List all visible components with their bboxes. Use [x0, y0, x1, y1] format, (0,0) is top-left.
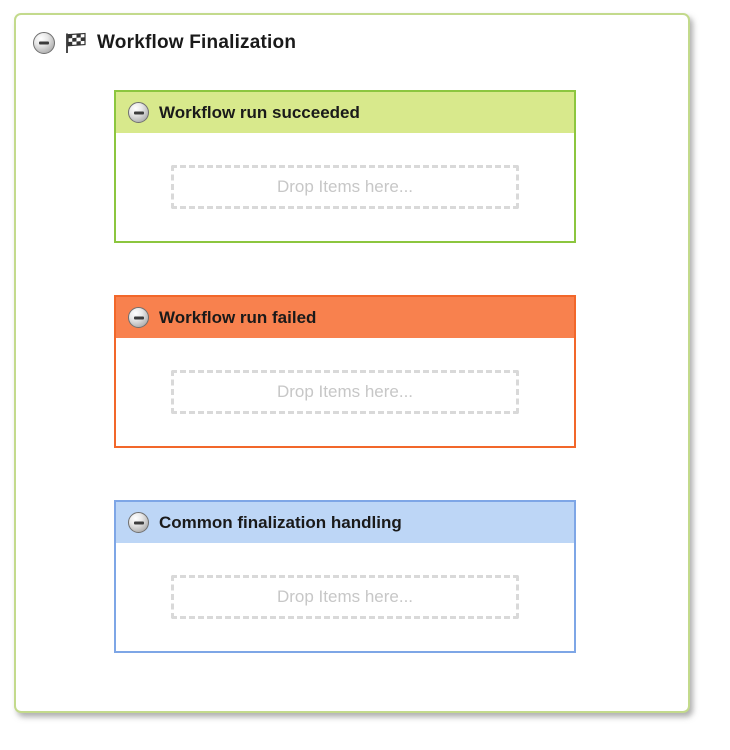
collapse-toggle-button[interactable]	[33, 32, 55, 54]
drop-zone[interactable]: Drop Items here...	[171, 370, 519, 414]
section-header: Common finalization handling	[116, 502, 574, 543]
collapse-toggle-button[interactable]	[128, 102, 149, 123]
section-header: Workflow run failed	[116, 297, 574, 338]
workflow-finalization-panel: Workflow Finalization Workflow run succe…	[14, 13, 690, 713]
section-header: Workflow run succeeded	[116, 92, 574, 133]
checkered-flag-icon	[66, 32, 86, 53]
section-body: Drop Items here...	[116, 338, 574, 446]
panel-header: Workflow Finalization	[16, 15, 688, 54]
sections-container: Workflow run succeeded Drop Items here..…	[114, 90, 576, 653]
page-title: Workflow Finalization	[97, 32, 297, 53]
section-workflow-run-failed: Workflow run failed Drop Items here...	[114, 295, 576, 448]
collapse-toggle-button[interactable]	[128, 512, 149, 533]
section-title: Workflow run succeeded	[159, 102, 360, 122]
section-workflow-run-succeeded: Workflow run succeeded Drop Items here..…	[114, 90, 576, 243]
section-body: Drop Items here...	[116, 543, 574, 651]
section-common-finalization-handling: Common finalization handling Drop Items …	[114, 500, 576, 653]
drop-zone[interactable]: Drop Items here...	[171, 575, 519, 619]
section-title: Workflow run failed	[159, 307, 317, 327]
collapse-toggle-button[interactable]	[128, 307, 149, 328]
section-body: Drop Items here...	[116, 133, 574, 241]
drop-zone[interactable]: Drop Items here...	[171, 165, 519, 209]
section-title: Common finalization handling	[159, 512, 402, 532]
